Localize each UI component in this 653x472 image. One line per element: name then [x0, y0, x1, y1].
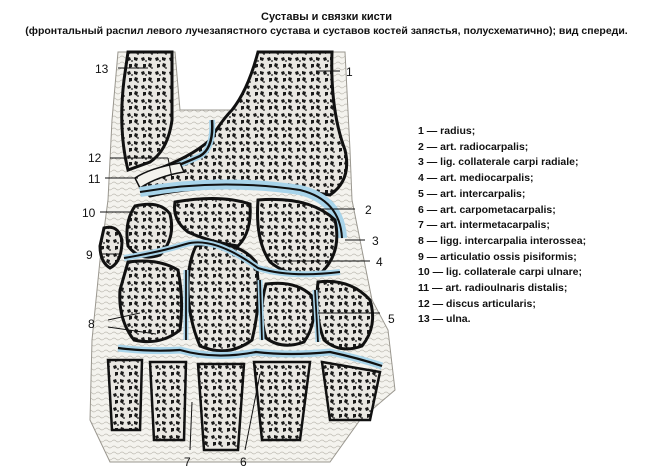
carpometacarpal-joint-line — [117, 346, 383, 368]
legend-text: — ulna. — [432, 313, 471, 326]
legend-text: — discus articularis; — [432, 297, 536, 310]
callout-6: 6 — [240, 455, 247, 469]
legend-item-4: 4 — art. mediocarpalis; — [418, 171, 586, 187]
legend-item-5: 5 — art. intercarpalis; — [418, 187, 586, 203]
legend-num: 5 — [418, 187, 424, 200]
legend-item-10: 10 — lig. collaterale carpi ulnare; — [418, 265, 586, 281]
callout-12: 12 — [88, 151, 102, 165]
midcarpal-joint-line — [123, 241, 341, 276]
diagram-title: Суставы и связки кисти — [261, 11, 392, 23]
callout-10: 10 — [82, 206, 96, 220]
leader-lines — [100, 67, 380, 451]
trapezoid — [260, 281, 316, 347]
ulna — [120, 50, 174, 172]
scaphoid — [256, 197, 339, 276]
legend-text: — art. intercarpalis; — [426, 187, 526, 200]
legend-text: — art. intermetacarpalis; — [426, 219, 550, 232]
legend-item-2: 2 — art. radiocarpalis; — [418, 140, 586, 156]
legend-text: — articulatio ossis pisiformis; — [426, 250, 577, 263]
callout-labels: 13 1 12 11 10 2 3 9 4 8 5 7 6 — [82, 62, 395, 469]
callout-1: 1 — [346, 65, 353, 79]
legend-item-12: 12 — discus articularis; — [418, 297, 586, 313]
legend-item-3: 3 — lig. collaterale carpi radiale; — [418, 155, 586, 171]
legend-num: 12 — [418, 297, 430, 310]
legend-item-11: 11 — art. radioulnaris distalis; — [418, 281, 586, 297]
legend-text: — ligg. intercarpalia interossea; — [426, 234, 587, 247]
triquetrum — [125, 202, 174, 259]
lunate — [173, 196, 252, 248]
callout-8: 8 — [88, 317, 95, 331]
legend-num: 4 — [418, 172, 424, 185]
legend-num: 1 — [418, 125, 424, 137]
radiocarpal-joint-line — [139, 183, 343, 239]
legend-num: 3 — [418, 156, 424, 169]
metacarpal-ii — [252, 360, 312, 442]
legend-text: — art. carpometacarpalis; — [426, 203, 556, 216]
legend-num: 9 — [418, 250, 424, 263]
legend-num: 8 — [418, 234, 424, 247]
legend-text: — art. radiocarpalis; — [426, 140, 529, 153]
intercarpal-joint-line — [185, 270, 319, 343]
diagram-subtitle: (фронтальный распил левого лучезапястног… — [25, 25, 628, 37]
callout-7: 7 — [184, 455, 191, 469]
legend-num: 6 — [418, 203, 424, 216]
legend-num: 7 — [418, 219, 424, 232]
legend-item-6: 6 — art. carpometacarpalis; — [418, 203, 586, 219]
metacarpal-iv — [148, 360, 188, 442]
metacarpal-iii — [196, 362, 246, 452]
callout-13: 13 — [95, 62, 109, 76]
metacarpal-i — [320, 360, 382, 422]
legend-item-1: 1 — radius; — [418, 124, 586, 140]
legend-item-9: 9 — articulatio ossis pisiformis; — [418, 250, 586, 266]
hamate — [118, 259, 184, 344]
legend-num: 13 — [418, 313, 430, 326]
callout-11: 11 — [88, 172, 101, 186]
legend-num: 10 — [418, 266, 430, 279]
legend-text: — art. mediocarpalis; — [426, 172, 534, 185]
legend-text: — art. radioulnaris distalis; — [432, 282, 568, 295]
legend-num: 11 — [418, 282, 430, 295]
legend-item-13: 13 — ulna. — [418, 312, 586, 328]
metacarpal-v — [106, 358, 144, 432]
callout-3: 3 — [372, 234, 379, 248]
callout-9: 9 — [86, 248, 93, 262]
legend-text: — radius; — [426, 125, 476, 137]
pisiform — [98, 225, 124, 270]
legend-text: — lig. collaterale carpi radiale; — [426, 156, 579, 169]
callout-4: 4 — [376, 255, 383, 269]
legend-num: 2 — [418, 140, 424, 153]
callout-2: 2 — [365, 203, 372, 217]
callout-5: 5 — [388, 312, 395, 326]
articular-disc — [134, 162, 186, 190]
legend-text: — lig. collaterale carpi ulnare; — [432, 266, 582, 279]
legend: 1 — radius; 2 — art. radiocarpalis; 3 — … — [418, 124, 586, 328]
legend-item-7: 7 — art. intermetacarpalis; — [418, 218, 586, 234]
legend-item-8: 8 — ligg. intercarpalia interossea; — [418, 234, 586, 250]
